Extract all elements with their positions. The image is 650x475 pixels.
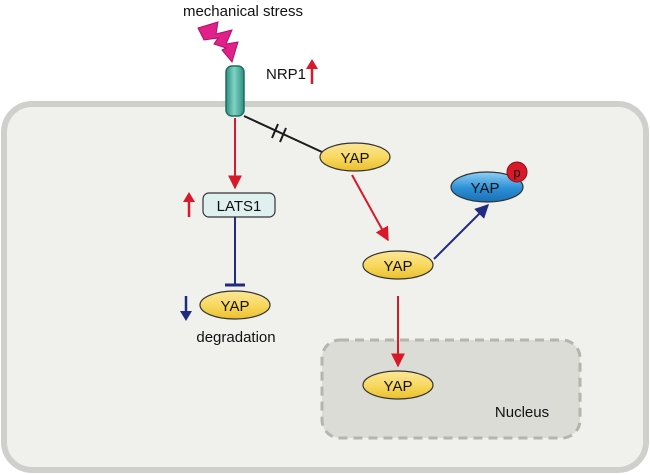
stimulus-label: mechanical stress bbox=[183, 3, 303, 20]
yap-cytoplasm-mid-label: YAP bbox=[384, 258, 413, 275]
nrp1-up-arrow-icon bbox=[306, 59, 318, 84]
lightning-icon bbox=[197, 21, 239, 64]
yap-phosphorylation-arrow bbox=[433, 204, 489, 260]
yap-cytoplasm-mid-node bbox=[362, 250, 434, 280]
yap-cytoplasm-top-node bbox=[319, 142, 391, 172]
yap-nuclear-node bbox=[362, 370, 434, 400]
yap-degraded-node bbox=[199, 290, 271, 320]
yap-phospho-label: YAP bbox=[471, 180, 500, 197]
yap-translocation-arrow bbox=[351, 174, 389, 242]
phospho-badge-icon bbox=[506, 161, 528, 183]
lats1-label: LATS1 bbox=[217, 198, 262, 215]
nrp1-inhibits-yap-line bbox=[243, 115, 323, 153]
nrp1-receptor bbox=[225, 65, 245, 117]
nucleus-compartment bbox=[320, 338, 582, 440]
yap-phospho-node bbox=[450, 171, 524, 203]
nrp1-label: NRP1 bbox=[266, 66, 306, 83]
lats1-box bbox=[202, 192, 276, 218]
phospho-badge-label: p bbox=[513, 165, 520, 180]
yap-degraded-label: YAP bbox=[221, 298, 250, 315]
lats1-inhibits-yap-line bbox=[225, 217, 245, 287]
nucleus-label: Nucleus bbox=[495, 404, 549, 421]
degradation-label: degradation bbox=[196, 329, 275, 346]
yap-down-arrow-icon bbox=[180, 296, 192, 321]
lats1-up-arrow-icon bbox=[183, 192, 195, 217]
yap-nuclear-label: YAP bbox=[384, 378, 413, 395]
yap-cytoplasm-top-label: YAP bbox=[341, 150, 370, 167]
